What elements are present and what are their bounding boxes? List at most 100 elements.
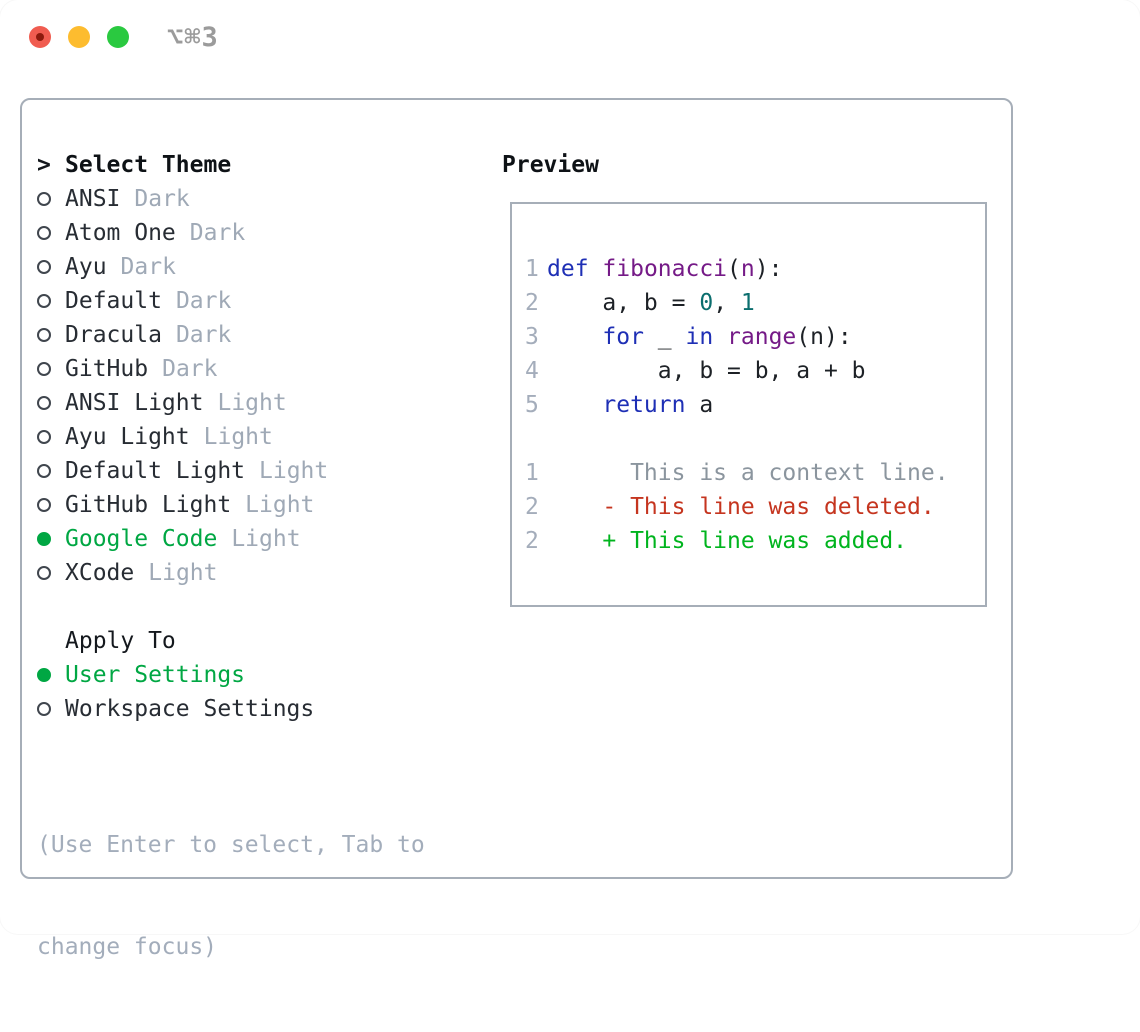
apply-option-user-settings[interactable]: User Settings [37, 658, 425, 692]
theme-option-github-light[interactable]: GitHub Light Light [37, 488, 425, 522]
theme-option-ayu[interactable]: Ayu Dark [37, 250, 425, 284]
radio-glyph [37, 328, 51, 342]
code-line: 4 a, b = b, a + b [525, 354, 985, 388]
code-token-keyword: return [602, 392, 686, 418]
radio-icon [37, 294, 65, 308]
radio-selected-icon [37, 532, 65, 546]
code-token-literal: 0 [699, 290, 714, 316]
apply-to-heading: Apply To [37, 624, 425, 658]
theme-option-default[interactable]: Default Dark [37, 284, 425, 318]
theme-option-label: XCode [65, 560, 135, 586]
close-dot-icon [36, 33, 44, 41]
apply-to-heading-label: Apply To [65, 628, 176, 654]
diff-text-added: + This line was added. [547, 528, 908, 554]
apply-option-label: Workspace Settings [65, 696, 315, 722]
theme-option-ansi-light[interactable]: ANSI Light Light [37, 386, 425, 420]
keyboard-hint-line-2: change focus) [37, 934, 218, 960]
preview-diff-block: 1 This is a context line.2 - This line w… [525, 456, 985, 558]
code-token-plain: ( [727, 256, 741, 282]
line-number: 2 [525, 528, 539, 554]
code-token-plain: _ [643, 324, 686, 350]
radio-icon [37, 430, 65, 444]
theme-option-label: ANSI Light [65, 390, 204, 416]
radio-glyph [37, 396, 51, 410]
theme-option-xcode[interactable]: XCode Light [37, 556, 425, 590]
diff-line-added: 2 + This line was added. [525, 524, 985, 558]
theme-option-variant: Dark [120, 254, 176, 280]
apply-option-label: User Settings [65, 662, 246, 688]
close-button[interactable] [29, 26, 51, 48]
line-number: 2 [525, 290, 539, 316]
diff-line-deleted: 2 - This line was deleted. [525, 490, 985, 524]
theme-option-label: ANSI [65, 186, 121, 212]
minimize-button[interactable] [68, 26, 90, 48]
theme-option-label: Ayu Light [65, 424, 190, 450]
radio-icon [37, 226, 65, 240]
theme-option-variant: Dark [189, 220, 246, 246]
code-token-plain: ): [754, 256, 783, 282]
theme-option-variant: Light [245, 492, 315, 518]
maximize-button[interactable] [107, 26, 129, 48]
radio-glyph [37, 566, 51, 580]
keyboard-hint: (Use Enter to select, Tab to change focu… [37, 760, 425, 1032]
line-number: 3 [525, 324, 539, 350]
preview-blank-line [525, 422, 985, 456]
theme-option-label: Atom One [65, 220, 176, 246]
code-token-plain: a, b = [547, 290, 700, 316]
theme-option-variant: Light [259, 458, 329, 484]
theme-option-label: Default [65, 288, 162, 314]
radio-glyph [37, 192, 51, 206]
theme-option-label: Ayu [65, 254, 107, 280]
theme-option-label: Default Light [65, 458, 246, 484]
code-token-keyword: def [547, 256, 589, 282]
theme-option-label: GitHub Light [65, 492, 232, 518]
theme-option-atom-one[interactable]: Atom One Dark [37, 216, 425, 250]
diff-text-context: This is a context line. [547, 460, 949, 486]
code-line: 3 for _ in range(n): [525, 320, 985, 354]
radio-icon [37, 260, 65, 274]
code-line: 5 return a [525, 388, 985, 422]
apply-option-workspace-settings[interactable]: Workspace Settings [37, 692, 425, 726]
theme-option-variant: Light [231, 526, 301, 552]
code-token-plain [589, 256, 603, 282]
line-number: 1 [525, 256, 539, 282]
code-token-keyword: for [602, 324, 644, 350]
code-token-function: n [740, 256, 755, 282]
theme-option-variant: Light [217, 390, 287, 416]
theme-option-variant: Dark [134, 186, 190, 212]
code-token-function: range [727, 324, 797, 350]
theme-option-default-light[interactable]: Default Light Light [37, 454, 425, 488]
radio-glyph [37, 260, 51, 274]
diff-text-deleted: - This line was deleted. [547, 494, 935, 520]
radio-icon [37, 498, 65, 512]
line-number: 1 [525, 460, 539, 486]
code-token-plain: , [713, 290, 741, 316]
theme-option-variant: Dark [175, 288, 232, 314]
radio-glyph [37, 294, 51, 308]
theme-option-variant: Dark [162, 356, 218, 382]
code-token-plain [713, 324, 727, 350]
code-token-plain [547, 392, 602, 418]
radio-icon [37, 566, 65, 580]
prompt-icon: > [37, 152, 51, 178]
line-number: 4 [525, 358, 539, 384]
theme-option-variant: Light [148, 560, 218, 586]
radio-icon [37, 464, 65, 478]
diff-line-context: 1 This is a context line. [525, 456, 985, 490]
radio-glyph [37, 498, 51, 512]
radio-glyph [37, 362, 51, 376]
theme-option-ansi[interactable]: ANSI Dark [37, 182, 425, 216]
radio-glyph [37, 430, 51, 444]
radio-icon [37, 702, 65, 716]
radio-icon [37, 192, 65, 206]
